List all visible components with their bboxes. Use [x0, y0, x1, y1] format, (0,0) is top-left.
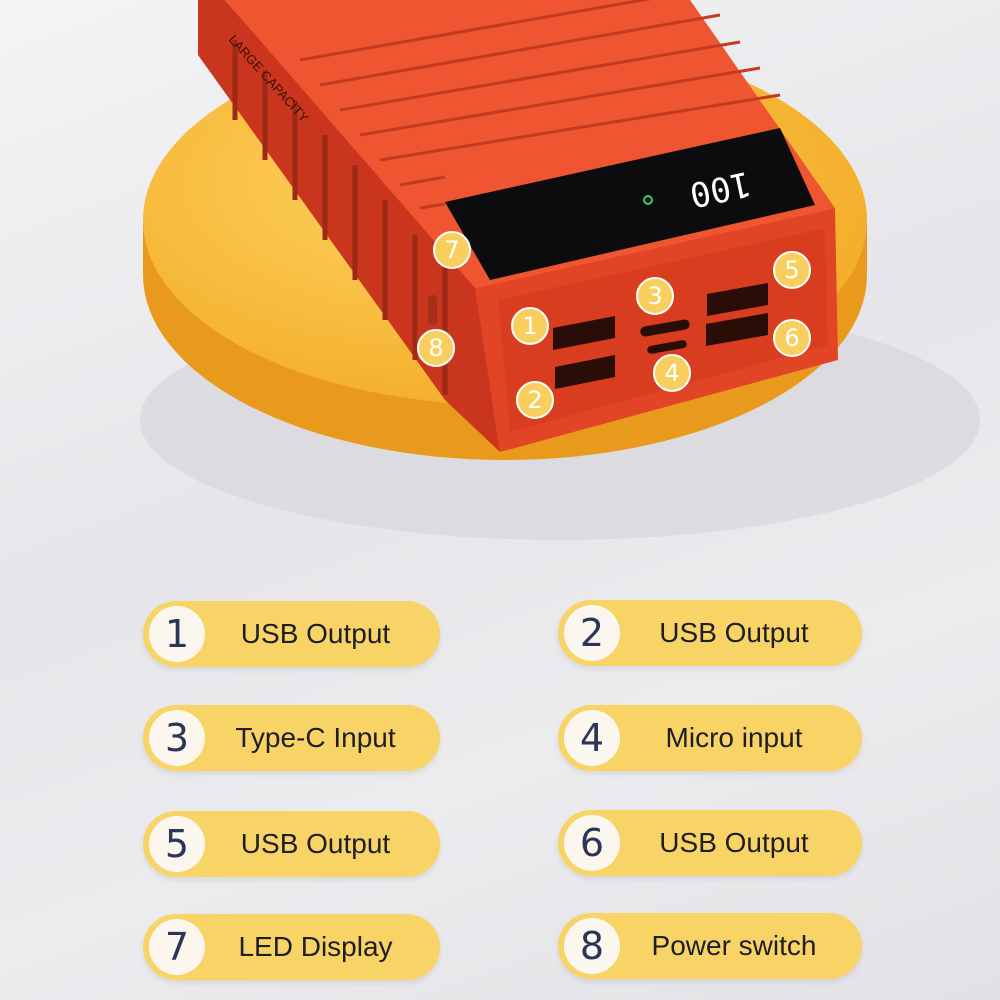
- charge-icon: [643, 195, 653, 205]
- legend-number: 8: [564, 918, 620, 974]
- legend-item-4: 4 Micro input: [558, 705, 862, 771]
- legend-item-1: 1 USB Output: [143, 601, 440, 667]
- type-c-port: [640, 319, 690, 337]
- legend-label: LED Display: [238, 931, 393, 962]
- legend-item-7: 7 LED Display: [143, 914, 440, 980]
- marker-6: 6: [773, 319, 811, 357]
- legend-label: Power switch: [651, 930, 817, 961]
- svg-text:6: 6: [784, 324, 799, 352]
- legend-item-6: 6 USB Output: [558, 810, 862, 876]
- legend-number: 4: [564, 710, 620, 766]
- marker-1: 1: [511, 307, 549, 345]
- legend-number: 6: [564, 815, 620, 871]
- svg-text:4: 4: [664, 359, 679, 387]
- legend-number: 1: [149, 606, 205, 662]
- legend-item-8: 8 Power switch: [558, 913, 862, 979]
- micro-port: [647, 340, 687, 354]
- marker-8: 8: [417, 329, 455, 367]
- svg-text:3: 3: [647, 282, 662, 310]
- legend-number: 2: [564, 605, 620, 661]
- svg-text:2: 2: [527, 386, 542, 414]
- legend-item-3: 3 Type-C Input: [143, 705, 440, 771]
- marker-2: 2: [516, 381, 554, 419]
- usb-port-5: [707, 283, 768, 316]
- legend-label: Micro input: [665, 722, 803, 753]
- svg-text:1: 1: [522, 312, 537, 340]
- marker-7: 7: [433, 231, 471, 269]
- legend-number: 5: [149, 816, 205, 872]
- legend-item-5: 5 USB Output: [143, 811, 440, 877]
- marker-5: 5: [773, 251, 811, 289]
- legend-label: USB Output: [240, 618, 391, 649]
- legend-item-2: 2 USB Output: [558, 600, 862, 666]
- legend-number: 3: [149, 710, 205, 766]
- power-switch: [428, 295, 437, 325]
- marker-3: 3: [636, 277, 674, 315]
- led-display: [445, 128, 815, 280]
- legend-label: Type-C Input: [235, 722, 396, 753]
- svg-text:8: 8: [428, 334, 443, 362]
- legend-label: USB Output: [240, 828, 391, 859]
- legend-label: USB Output: [659, 827, 809, 858]
- ports: [553, 283, 768, 389]
- svg-text:5: 5: [784, 256, 799, 284]
- usb-port-6: [706, 313, 768, 346]
- legend-label: USB Output: [659, 617, 809, 648]
- usb-port-1: [553, 316, 615, 350]
- svg-text:7: 7: [444, 236, 459, 264]
- usb-port-2: [555, 355, 615, 389]
- marker-4: 4: [653, 354, 691, 392]
- legend-number: 7: [149, 919, 205, 975]
